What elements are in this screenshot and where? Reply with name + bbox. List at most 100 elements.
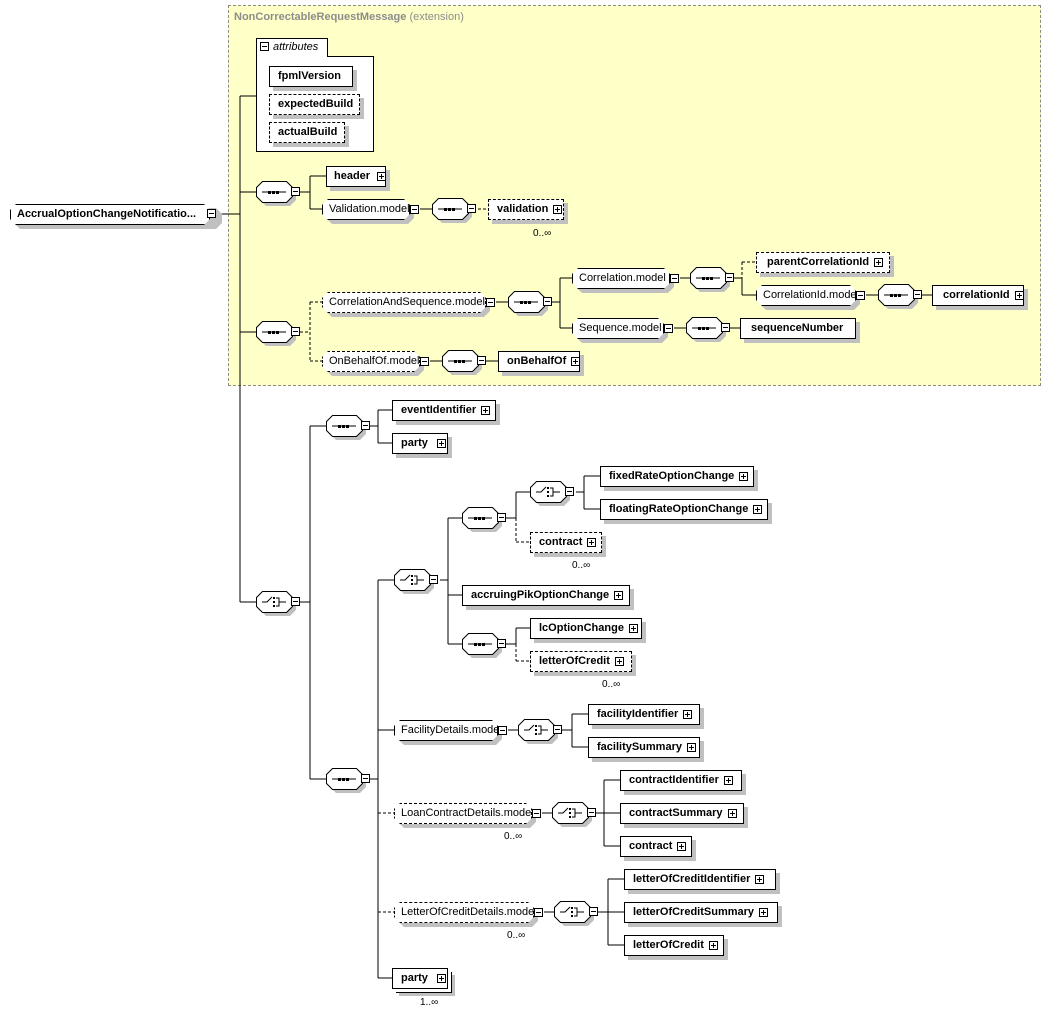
element-letter-of-credit-summary[interactable]: letterOfCreditSummary: [624, 902, 778, 923]
group-on-behalf-of-model[interactable]: OnBehalfOf.model: [322, 351, 420, 372]
group-correlation-model[interactable]: Correlation.model: [572, 268, 670, 289]
choice-compositor[interactable]: [530, 481, 574, 506]
expand-toggle[interactable]: [629, 623, 639, 633]
collapse-toggle[interactable]: [486, 298, 495, 307]
collapse-toggle[interactable]: [420, 357, 429, 366]
sequence-compositor[interactable]: [432, 198, 476, 223]
expand-toggle[interactable]: [683, 709, 693, 719]
group-facility-details-model[interactable]: FacilityDetails.model: [394, 720, 498, 741]
collapse-toggle[interactable]: [664, 324, 673, 333]
collapse-toggle[interactable]: [587, 808, 596, 817]
expand-toggle[interactable]: [753, 504, 763, 514]
element-contract-summary[interactable]: contractSummary: [620, 803, 744, 824]
expand-toggle[interactable]: [614, 656, 624, 666]
collapse-toggle[interactable]: [721, 323, 730, 332]
collapse-toggle[interactable]: [565, 487, 574, 496]
attribute-actualbuild[interactable]: actualBuild: [269, 122, 345, 143]
expand-toggle[interactable]: [723, 775, 733, 785]
collapse-toggle[interactable]: [553, 725, 562, 734]
element-party[interactable]: party: [392, 968, 448, 989]
sequence-compositor[interactable]: [256, 321, 300, 346]
expand-toggle[interactable]: [708, 940, 718, 950]
element-letter-of-credit[interactable]: letterOfCredit: [624, 935, 724, 956]
collapse-toggle[interactable]: [410, 205, 419, 214]
expand-toggle[interactable]: [377, 171, 387, 181]
collapse-toggle[interactable]: [291, 597, 300, 606]
sequence-compositor[interactable]: [442, 350, 486, 375]
element-floating-rate-option-change[interactable]: floatingRateOptionChange: [600, 499, 768, 520]
expand-toggle[interactable]: [553, 204, 563, 214]
root-element[interactable]: AccrualOptionChangeNotificatio...: [10, 204, 218, 225]
expand-toggle[interactable]: [727, 808, 737, 818]
collapse-toggle[interactable]: [725, 273, 734, 282]
collapse-toggle[interactable]: [534, 908, 543, 917]
collapse-toggle[interactable]: [670, 274, 679, 283]
collapse-toggle[interactable]: [361, 774, 370, 783]
element-event-identifier[interactable]: eventIdentifier: [392, 400, 496, 421]
attribute-fpmlversion[interactable]: fpmlVersion: [269, 66, 353, 87]
choice-compositor[interactable]: [554, 901, 598, 926]
element-letter-of-credit[interactable]: letterOfCredit: [530, 651, 632, 672]
expand-toggle[interactable]: [1014, 290, 1024, 300]
attribute-expectedbuild[interactable]: expectedBuild: [269, 94, 360, 115]
expand-toggle[interactable]: [755, 874, 765, 884]
sequence-compositor[interactable]: [690, 267, 734, 292]
element-header[interactable]: header: [326, 166, 387, 187]
sequence-compositor[interactable]: [878, 284, 922, 309]
collapse-toggle[interactable]: [291, 187, 300, 196]
collapse-toggle[interactable]: [497, 639, 506, 648]
collapse-toggle[interactable]: [543, 297, 552, 306]
element-contract[interactable]: contract: [620, 836, 692, 857]
group-correlation-id-model[interactable]: CorrelationId.model: [756, 285, 856, 306]
expand-toggle[interactable]: [874, 257, 884, 267]
collapse-toggle[interactable]: [498, 726, 507, 735]
element-fixed-rate-option-change[interactable]: fixedRateOptionChange: [600, 466, 754, 487]
expand-toggle[interactable]: [436, 438, 446, 448]
element-party[interactable]: party: [392, 433, 448, 454]
collapse-toggle[interactable]: [260, 42, 269, 51]
group-validation-model[interactable]: Validation.model: [322, 199, 410, 220]
collapse-toggle[interactable]: [913, 290, 922, 299]
attributes-tab[interactable]: attributes: [256, 38, 328, 57]
element-parent-correlation-id[interactable]: parentCorrelationId: [756, 252, 890, 273]
expand-toggle[interactable]: [677, 841, 687, 851]
group-sequence-model[interactable]: Sequence.model: [572, 318, 664, 339]
collapse-toggle[interactable]: [477, 356, 486, 365]
group-correlation-and-sequence-model[interactable]: CorrelationAndSequence.model: [322, 292, 486, 313]
collapse-toggle[interactable]: [207, 209, 216, 218]
choice-compositor[interactable]: [394, 569, 438, 594]
element-facility-summary[interactable]: facilitySummary: [588, 737, 700, 758]
sequence-compositor[interactable]: [326, 768, 370, 793]
group-loan-contract-details-model[interactable]: LoanContractDetails.model: [394, 803, 532, 824]
element-contract[interactable]: contract: [530, 532, 602, 553]
sequence-compositor[interactable]: [462, 633, 506, 658]
expand-toggle[interactable]: [614, 590, 624, 600]
expand-toggle[interactable]: [687, 742, 697, 752]
element-correlation-id[interactable]: correlationId: [932, 285, 1024, 306]
element-validation[interactable]: validation: [488, 199, 564, 220]
group-letter-of-credit-details-model[interactable]: LetterOfCreditDetails.model: [394, 902, 534, 923]
sequence-compositor[interactable]: [326, 415, 370, 440]
choice-compositor[interactable]: [552, 802, 596, 827]
collapse-toggle[interactable]: [361, 421, 370, 430]
collapse-toggle[interactable]: [856, 291, 865, 300]
expand-toggle[interactable]: [571, 356, 581, 366]
element-on-behalf-of[interactable]: onBehalfOf: [498, 351, 581, 372]
element-lc-option-change[interactable]: lcOptionChange: [530, 618, 642, 639]
expand-toggle[interactable]: [587, 537, 597, 547]
expand-toggle[interactable]: [481, 405, 491, 415]
collapse-toggle[interactable]: [532, 809, 541, 818]
expand-toggle[interactable]: [739, 471, 749, 481]
sequence-compositor[interactable]: [508, 291, 552, 316]
expand-toggle[interactable]: [436, 973, 446, 983]
element-sequence-number[interactable]: sequenceNumber: [740, 318, 856, 339]
collapse-toggle[interactable]: [497, 513, 506, 522]
element-letter-of-credit-identifier[interactable]: letterOfCreditIdentifier: [624, 869, 776, 890]
choice-compositor[interactable]: [518, 719, 562, 744]
element-accruing-pik-option-change[interactable]: accruingPikOptionChange: [462, 585, 630, 606]
expand-toggle[interactable]: [759, 907, 769, 917]
collapse-toggle[interactable]: [429, 575, 438, 584]
element-facility-identifier[interactable]: facilityIdentifier: [588, 704, 700, 725]
choice-compositor[interactable]: [256, 591, 300, 616]
sequence-compositor[interactable]: [686, 317, 730, 342]
